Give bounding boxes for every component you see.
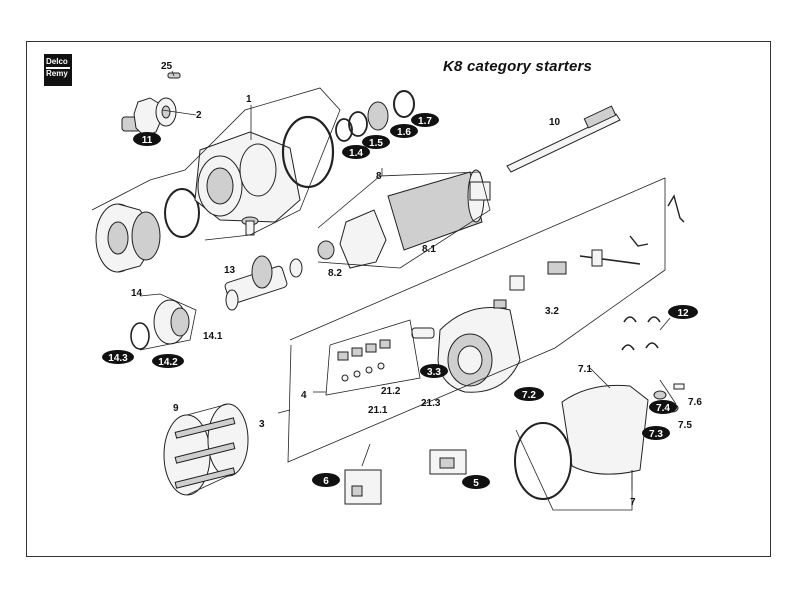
callout-1: 1 (246, 94, 252, 105)
tag-7-4: 7.4 (649, 400, 677, 414)
spring-clip-part (667, 194, 685, 223)
contact-parts (493, 249, 641, 309)
tag-3-3: 3.3 (420, 364, 448, 378)
tag-11-label: 11 (142, 135, 153, 146)
callout-25: 25 (161, 61, 173, 72)
bearing-part (317, 240, 335, 260)
callout-21-1: 21.1 (368, 405, 388, 416)
tag-3-3-label: 3.3 (427, 367, 441, 378)
field-coils-part (163, 403, 249, 496)
callout-13: 13 (224, 265, 236, 276)
callout-3: 3 (259, 419, 265, 430)
seal-ring-part (281, 115, 335, 189)
tag-7-3: 7.3 (642, 426, 670, 440)
tag-1-6-label: 1.6 (397, 127, 411, 138)
tag-11: 11 (133, 132, 161, 146)
callout-7-1: 7.1 (578, 364, 592, 375)
bearing-rings-part (335, 90, 415, 142)
tag-1-6: 1.6 (390, 124, 418, 138)
callout-21-2: 21.2 (381, 386, 401, 397)
callout-7-5: 7.5 (678, 420, 692, 431)
page-title: K8 category starters (443, 58, 593, 75)
terminals-part (621, 316, 661, 351)
callout-3-2: 3.2 (545, 306, 559, 317)
tag-1-7: 1.7 (411, 113, 439, 127)
tag-7-4-label: 7.4 (656, 403, 670, 414)
spring-part (629, 235, 649, 247)
delco-remy-logo: Delco Remy (44, 54, 72, 86)
callout-14-1: 14.1 (203, 331, 223, 342)
tag-14-2-label: 14.2 (158, 357, 178, 368)
logo-line-2: Remy (46, 69, 68, 78)
tag-6-label: 6 (323, 476, 329, 487)
tag-1-4: 1.4 (342, 145, 370, 159)
nose-housing-part (95, 203, 161, 273)
tag-7-3-label: 7.3 (649, 429, 663, 440)
callout-14: 14 (131, 288, 143, 299)
tag-1-7-label: 1.7 (418, 116, 432, 127)
callout-7: 7 (630, 497, 636, 508)
tag-12: 12 (668, 305, 698, 319)
callout-7-6: 7.6 (688, 397, 702, 408)
callout-2: 2 (196, 110, 202, 121)
tag-5-label: 5 (473, 478, 479, 489)
callout-9: 9 (173, 403, 179, 414)
pinion-part (121, 97, 177, 137)
brush-holders-part (337, 327, 435, 382)
tag-6: 6 (312, 473, 340, 487)
tag-1-5-label: 1.5 (369, 138, 383, 149)
brush-pack-part (344, 443, 382, 505)
cover-part (514, 384, 649, 500)
shaft-part (506, 105, 621, 173)
tag-7-2-label: 7.2 (522, 390, 536, 401)
tag-14-3: 14.3 (102, 350, 134, 364)
callout-8-1: 8.1 (422, 244, 436, 255)
callout-4: 4 (301, 390, 307, 401)
callout-10: 10 (549, 117, 561, 128)
end-frame-part (437, 307, 521, 393)
brush-plate-part (130, 299, 190, 350)
tag-14-2: 14.2 (152, 354, 184, 368)
brush-unit-part (429, 449, 467, 475)
leader-lines (91, 70, 677, 511)
logo-line-1: Delco (46, 57, 68, 66)
callout-21-3: 21.3 (421, 398, 441, 409)
o-ring-part (164, 188, 200, 238)
tag-5: 5 (462, 475, 490, 489)
tag-7-2: 7.2 (514, 387, 544, 401)
shift-lever-part (224, 255, 303, 311)
armature-part (387, 169, 491, 251)
tag-12-label: 12 (677, 308, 689, 319)
tag-1-5: 1.5 (362, 135, 390, 149)
callout-8-2: 8.2 (328, 268, 342, 279)
drive-housing-part (194, 131, 301, 223)
tag-14-3-label: 14.3 (108, 353, 128, 364)
callout-8: 8 (376, 171, 382, 182)
tag-1-4-label: 1.4 (349, 148, 363, 159)
field-frame-part (339, 209, 387, 269)
